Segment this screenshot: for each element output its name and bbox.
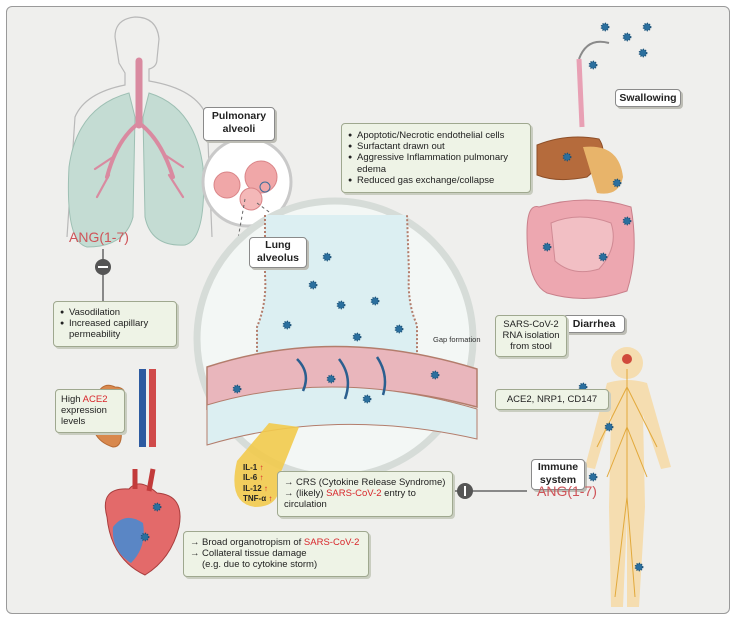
human-body	[585, 347, 671, 607]
organ-line-3: (e.g. due to cytokine storm)	[202, 559, 318, 571]
virus-icon	[282, 320, 292, 330]
organ-line-1: →Broad organotropism of SARS-CoV-2	[190, 537, 360, 548]
crs-box: →CRS (Cytokine Release Syndrome) →(likel…	[277, 471, 453, 517]
virus-icon	[622, 216, 632, 226]
swallowing-label: Swallowing	[615, 89, 681, 107]
virus-icon	[634, 562, 644, 572]
ang-label-left: ANG(1-7)	[69, 229, 129, 245]
organ-line-2: →Collateral tissue damage	[190, 548, 307, 560]
ang-inhibition-left	[95, 249, 111, 306]
crs-line-1: →CRS (Cytokine Release Syndrome)	[284, 477, 446, 488]
ace2-suffix: expression levels	[61, 405, 107, 428]
virus-icon	[140, 532, 150, 542]
stool-rna-box: SARS-CoV-2 RNA isolation from stool	[495, 315, 567, 357]
lungs	[67, 92, 205, 248]
virus-icon	[370, 296, 380, 306]
organotropism-box: →Broad organotropism of SARS-CoV-2 →Coll…	[183, 531, 369, 577]
ang-label-right: ANG(1-7)	[537, 483, 597, 499]
virus-icon	[322, 252, 332, 262]
virus-icon	[598, 252, 608, 262]
receptors-box: ACE2, NRP1, CD147	[495, 389, 609, 411]
cytokine-item: TNF-α ↑	[243, 494, 273, 504]
virus-icon	[152, 502, 162, 512]
ang-effect-item: Increased capillary permeability	[60, 318, 170, 340]
virus-icon	[600, 22, 610, 32]
gi-tract	[526, 40, 635, 299]
alveoli-effect-item: Apoptotic/Necrotic endothelial cells	[348, 130, 524, 141]
cytokine-item: IL-1 ↑	[243, 463, 264, 472]
figure-frame: Pulmonary alveoli Lung alveolus Swallowi…	[6, 6, 730, 614]
cytokine-item: IL-6 ↑	[243, 473, 264, 483]
pulmonary-alveoli-label: Pulmonary alveoli	[203, 107, 275, 141]
virus-icon	[430, 370, 440, 380]
virus-icon	[352, 332, 362, 342]
alveoli-effect-item: Surfactant drawn out	[348, 141, 524, 152]
ace2-highlight: ACE2	[82, 394, 108, 405]
virus-icon	[542, 242, 552, 252]
alveoli-effect-item: Reduced gas exchange/collapse	[348, 175, 524, 186]
virus-icon	[326, 374, 336, 384]
virus-icon	[642, 22, 652, 32]
virus-icon	[622, 32, 632, 42]
virus-icon	[362, 394, 372, 404]
virus-icon	[588, 472, 598, 482]
alveoli-cluster	[201, 136, 293, 228]
virus-icon	[612, 178, 622, 188]
virus-icon	[232, 384, 242, 394]
trachea	[93, 57, 185, 199]
crs-line-2: →(likely) SARS-CoV-2 entry to circulatio…	[284, 488, 416, 511]
lung-alveolus-label: Lung alveolus	[249, 237, 307, 268]
cytokine-item: IL-12 ↑	[243, 483, 268, 493]
virus-icon	[308, 280, 318, 290]
virus-icon	[604, 422, 614, 432]
ang-effects-box: Vasodilation Increased capillary permeab…	[53, 301, 177, 347]
person-outline	[66, 16, 213, 238]
cytokine-list: IL-1 ↑ IL-6 ↑ IL-12 ↑ TNF-α ↑	[243, 463, 272, 505]
virus-icon	[638, 48, 648, 58]
virus-icon	[588, 60, 598, 70]
virus-icon	[336, 300, 346, 310]
diarrhea-label: Diarrhea	[563, 315, 625, 333]
heart	[104, 468, 181, 576]
virus-icon	[562, 152, 572, 162]
virus-particles	[108, 22, 652, 572]
virus-icon	[394, 324, 404, 334]
ace2-prefix: High	[61, 394, 83, 405]
gap-formation-label: Gap formation	[433, 335, 481, 344]
illustration-layer	[66, 16, 671, 607]
ace2-expression-box: High ACE2 expression levels	[55, 389, 125, 433]
alveoli-effect-item: Aggressive Inflammation pulmonary edema	[348, 152, 524, 174]
cytokine-spotlight	[234, 423, 299, 507]
ang-effect-item: Vasodilation	[60, 307, 170, 318]
immune-system-label: Immune system	[531, 459, 585, 490]
alveoli-effects-box: Apoptotic/Necrotic endothelial cells Sur…	[341, 123, 531, 194]
